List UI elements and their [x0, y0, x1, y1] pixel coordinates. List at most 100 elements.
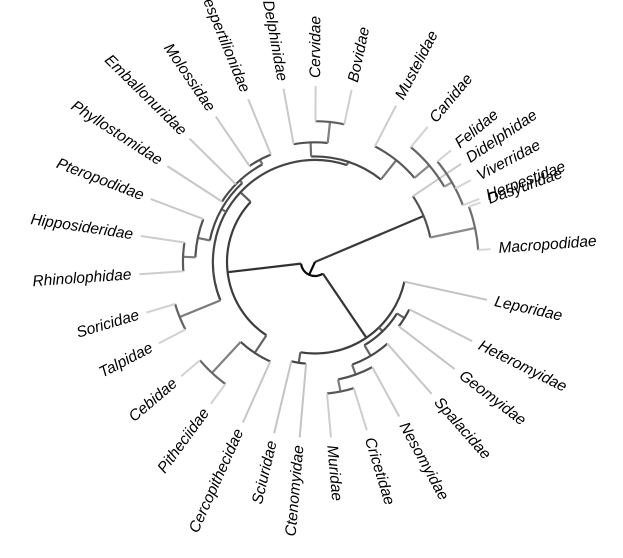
- clade-arc-7: [300, 281, 406, 355]
- internal-branch-32: [197, 236, 211, 242]
- clade-arc-23: [239, 341, 271, 363]
- tip-label-cricetidae: Cricetidae: [361, 435, 398, 507]
- internal-branch-12: [363, 344, 372, 357]
- internal-branch-48: [413, 164, 431, 179]
- internal-branch-14: [351, 364, 357, 375]
- internal-branch-16: [337, 379, 342, 392]
- internal-branch-4: [308, 261, 316, 276]
- tip-branch-pteropodidae: [150, 197, 204, 221]
- tip-label-pitheciidae: Pitheciidae: [154, 405, 213, 476]
- tip-branch-ctenomyidae: [298, 363, 308, 438]
- internal-branch-24: [211, 341, 242, 374]
- tip-branch-cercopithecidae: [241, 361, 272, 423]
- tip-label-mustelidae: Mustelidae: [392, 28, 442, 103]
- clade-arc-41: [311, 155, 382, 181]
- clade-arc-27: [211, 158, 348, 301]
- internal-branch-34: [183, 255, 196, 259]
- tip-branch-pitheciidae: [209, 383, 227, 405]
- tip-branch-soricidae: [146, 303, 176, 314]
- internal-branch-50: [443, 181, 453, 188]
- tip-branch-muridae: [326, 393, 332, 438]
- clade-arc-11: [397, 308, 411, 327]
- clade-arc-39: [248, 153, 272, 167]
- tip-branch-hipposideridae: [140, 235, 185, 244]
- internal-branch-20: [227, 262, 302, 274]
- tip-branch-macropodidae: [478, 248, 491, 251]
- clade-arc-51: [436, 160, 464, 206]
- tip-branch-geomyidae: [398, 325, 456, 370]
- internal-branch-22: [253, 334, 268, 354]
- clade-arc-43: [293, 141, 328, 146]
- tip-branch-canidae: [410, 126, 429, 148]
- tip-branch-leporidae: [404, 280, 488, 301]
- tip-branch-delphinidae: [282, 88, 295, 145]
- tip-branch-heteromyidae: [408, 308, 473, 342]
- internal-branch-44: [326, 121, 332, 144]
- tip-branch-mustelidae: [374, 105, 397, 147]
- internal-branch-10: [396, 312, 406, 320]
- tip-branch-herpestidae: [462, 197, 480, 207]
- tip-branch-cebidae: [180, 359, 201, 378]
- tip-label-bovidae: Bovidae: [345, 25, 373, 84]
- tip-label-muridae: Muridae: [323, 444, 345, 502]
- tree-branches: [139, 85, 491, 438]
- tip-branch-nesomyidae: [371, 366, 401, 417]
- tip-label-delphinidae: Delphinidae: [259, 0, 290, 83]
- tip-branch-rhinolophidae: [139, 270, 184, 276]
- tip-branch-didelphidae: [412, 162, 462, 198]
- tip-label-cercopithecidae: Cercopithecidae: [186, 426, 248, 535]
- tip-branch-felidae: [436, 149, 452, 163]
- clade-arc-21: [225, 201, 268, 337]
- tip-branch-bovidae: [343, 89, 353, 125]
- tip-branch-phyllostomidae: [166, 165, 223, 203]
- clade-arc-31: [208, 182, 244, 241]
- tip-label-cebidae: Cebidae: [126, 375, 181, 426]
- internal-branch-6: [321, 272, 368, 339]
- tip-label-ctenomyidae: Ctenomyidae: [283, 444, 308, 537]
- tip-label-pteropodidae: Pteropodidae: [54, 155, 147, 204]
- tip-label-hipposideridae: Hipposideridae: [29, 211, 134, 243]
- tip-branch-spalacidae: [386, 343, 433, 395]
- tip-branch-viverridae: [454, 179, 472, 190]
- clade-arc-1: [411, 195, 432, 238]
- clade-arc-3: [467, 206, 480, 251]
- tip-label-talpidae: Talpidae: [96, 339, 156, 381]
- tip-branch-sciuridae: [273, 361, 293, 434]
- internal-branch-0: [314, 214, 425, 264]
- tip-branch-emballonuridae: [188, 137, 237, 186]
- internal-branch-46: [380, 159, 398, 181]
- tip-label-leporidae: Leporidae: [493, 293, 564, 324]
- tip-label-spalacidae: Spalacidae: [431, 394, 495, 463]
- clade-arc-29: [174, 303, 187, 331]
- tip-label-canidae: Canidae: [426, 71, 476, 127]
- tip-label-sciuridae: Sciuridae: [249, 439, 281, 506]
- clade-arc-13: [351, 342, 389, 366]
- clade-arc-15: [337, 366, 373, 381]
- internal-branch-18: [297, 352, 302, 363]
- clade-arc-33: [194, 218, 205, 258]
- internal-branch-2: [430, 226, 476, 239]
- tip-labels: Didelphidae Dasyuridae Macropodidae Lepo…: [29, 0, 597, 537]
- clade-arc-49: [410, 146, 446, 188]
- internal-branch-42: [309, 142, 313, 157]
- tip-label-nesomyidae: Nesomyidae: [396, 419, 452, 503]
- clade-arc-37: [221, 163, 263, 203]
- internal-branch-28: [179, 299, 221, 319]
- clade-arc-9: [363, 312, 398, 347]
- tip-branch-molossidae: [214, 116, 251, 167]
- internal-branch-26: [239, 191, 252, 203]
- clade-arc-47: [374, 145, 416, 179]
- clade-arc-17: [326, 387, 355, 395]
- tip-branch-vespertilionidae: [247, 98, 272, 155]
- tip-label-rhinolophidae: Rhinolophidae: [32, 266, 132, 290]
- tip-label-soricidae: Soricidae: [74, 307, 141, 342]
- tip-branch-cricetidae: [352, 387, 368, 431]
- tip-label-cervidae: Cervidae: [307, 16, 324, 78]
- tip-branch-talpidae: [158, 328, 186, 345]
- tip-label-molossidae: Molossidae: [160, 40, 218, 115]
- tip-label-vespertilionidae: Vespertilionidae: [196, 0, 254, 95]
- tip-branch-dasyuridae: [468, 201, 481, 208]
- tip-label-macropodidae: Macropodidae: [498, 233, 598, 257]
- clade-arc-5: [299, 263, 324, 278]
